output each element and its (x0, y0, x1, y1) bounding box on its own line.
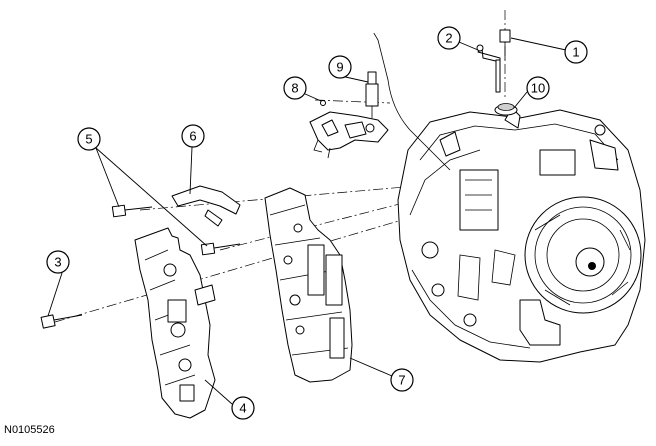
leader-lines (47, 37, 567, 405)
part-2-bracket (476, 44, 501, 93)
svg-text:2: 2 (445, 31, 452, 46)
part-9-sensor (365, 71, 379, 118)
transmission-case (397, 107, 646, 363)
svg-text:1: 1 (572, 45, 579, 60)
svg-text:5: 5 (85, 132, 92, 147)
part-7-solenoid-body (264, 187, 353, 383)
part-1-nut (499, 29, 511, 60)
callout-10: 10 (526, 76, 550, 100)
callout-4: 4 (231, 396, 255, 420)
svg-text:7: 7 (398, 373, 405, 388)
callout-9: 9 (328, 55, 352, 79)
harness-cable (373, 32, 451, 171)
callout-6: 6 (181, 124, 205, 148)
detent-lever-assembly (309, 111, 389, 159)
callout-7: 7 (390, 368, 414, 392)
callout-8: 8 (283, 76, 307, 100)
part-4-valve-body (134, 227, 216, 419)
part-10-seal (494, 103, 518, 116)
callout-3: 3 (46, 250, 70, 274)
part-3-bolt (40, 314, 83, 329)
callout-1: 1 (564, 40, 588, 64)
part-6-strap (171, 185, 241, 227)
svg-text:9: 9 (336, 60, 343, 75)
callout-5: 5 (77, 127, 101, 151)
svg-text:10: 10 (531, 81, 545, 96)
svg-text:3: 3 (54, 255, 61, 270)
svg-text:4: 4 (239, 401, 246, 416)
callout-2: 2 (437, 26, 461, 50)
svg-text:6: 6 (189, 129, 196, 144)
figure-id-label: N0105526 (4, 424, 55, 436)
part-8-pin (320, 100, 326, 106)
svg-text:8: 8 (291, 81, 298, 96)
